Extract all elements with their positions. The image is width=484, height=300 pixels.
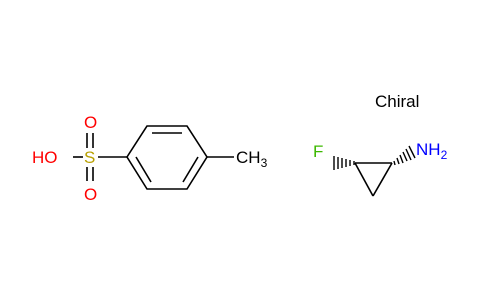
ring-bond-right	[372, 162, 393, 197]
oxygen-bottom-label: O	[84, 185, 97, 204]
benzene-ring	[126, 125, 208, 190]
chiral-label: Chiral	[375, 92, 419, 111]
ring-double-bond-left	[135, 156, 152, 183]
amine-label: NH2	[416, 140, 448, 162]
fluorine-label: F	[313, 142, 323, 161]
ring-bond-left	[354, 162, 374, 197]
hydroxyl-label: HO	[32, 148, 58, 167]
ring-double-bond-right	[182, 156, 199, 183]
hashed-wedge-amine	[393, 145, 416, 166]
sulfur-label: S	[84, 148, 95, 167]
methyl-text: CH	[236, 148, 261, 167]
fluorocyclopropylamine-structure: Chiral F NH2	[313, 92, 448, 197]
tosic-acid-structure: HO S O O CH3	[32, 113, 268, 204]
methyl-label: CH3	[236, 148, 268, 170]
hashed-wedge-fluorine	[333, 156, 355, 170]
methyl-subscript: 3	[261, 156, 268, 170]
amine-subscript: 2	[441, 148, 448, 162]
oxygen-top-label: O	[84, 113, 97, 132]
amine-text: NH	[416, 140, 441, 159]
